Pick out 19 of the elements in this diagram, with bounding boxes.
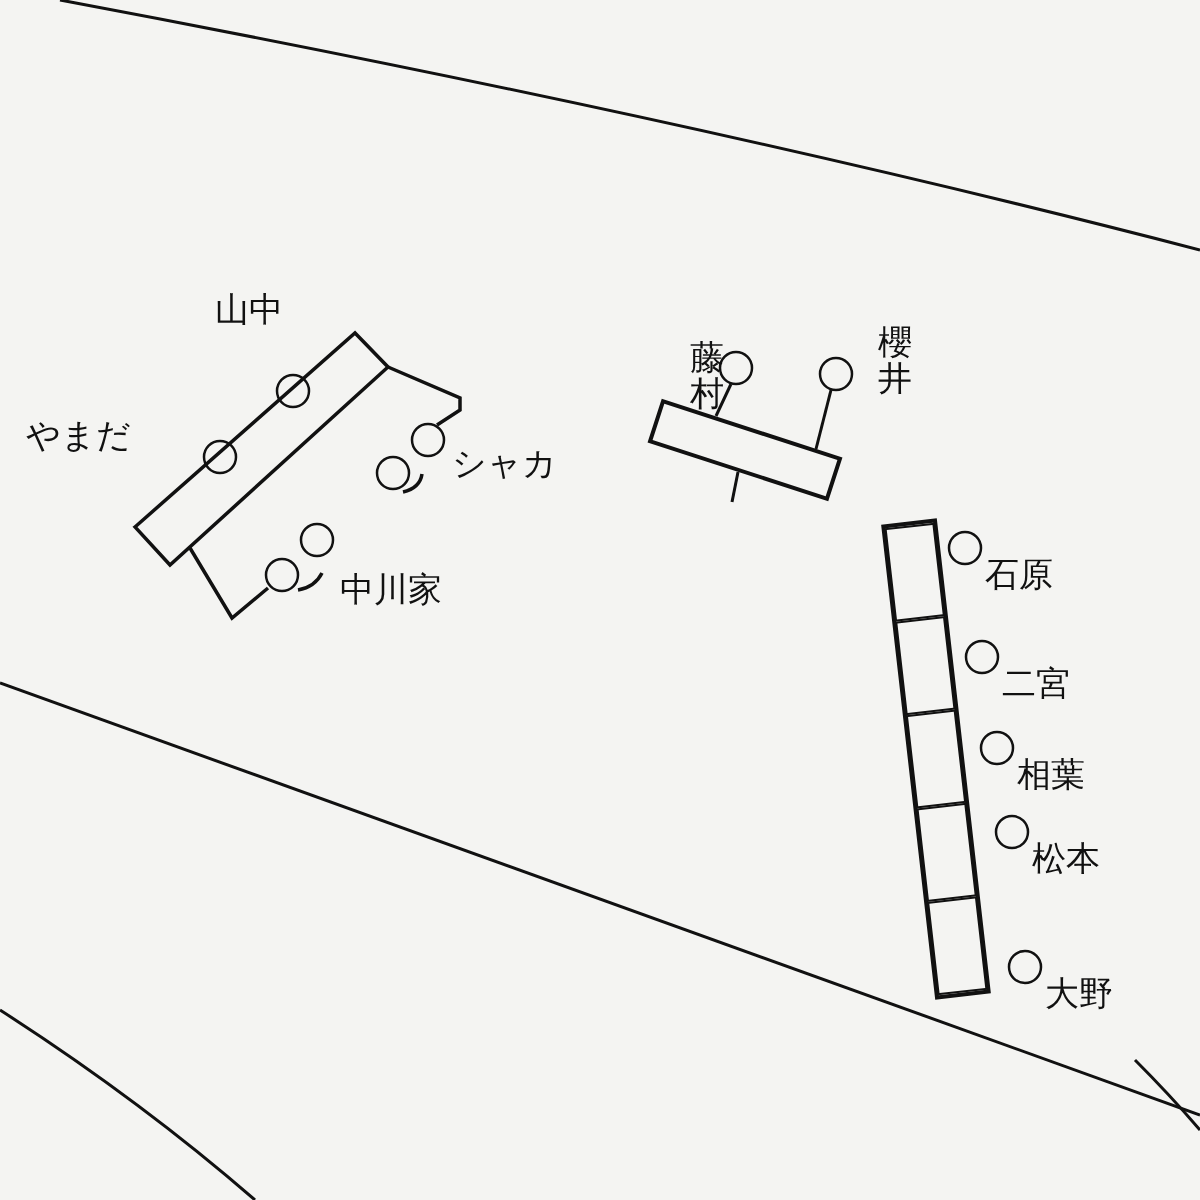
table-section xyxy=(927,896,988,996)
name-label: 山中 xyxy=(215,292,283,326)
connector-line xyxy=(714,383,733,417)
name-label: 大野 xyxy=(1045,976,1113,1010)
name-label: 櫻井 xyxy=(878,325,912,397)
name-label: 藤村 xyxy=(690,340,724,412)
name-label: やまだ xyxy=(26,418,131,452)
name-label: 相葉 xyxy=(1017,757,1085,791)
name-label: シャカ xyxy=(452,446,557,480)
connector-line xyxy=(814,389,833,450)
table-section xyxy=(905,709,967,809)
table-section xyxy=(884,522,945,622)
name-label: 石原 xyxy=(985,557,1053,591)
table-section xyxy=(916,802,977,902)
table-section xyxy=(895,616,956,716)
name-label: 二宮 xyxy=(1002,666,1070,700)
name-label: 松本 xyxy=(1032,841,1100,875)
name-label: 中川家 xyxy=(340,572,442,606)
stand-line xyxy=(730,471,740,503)
